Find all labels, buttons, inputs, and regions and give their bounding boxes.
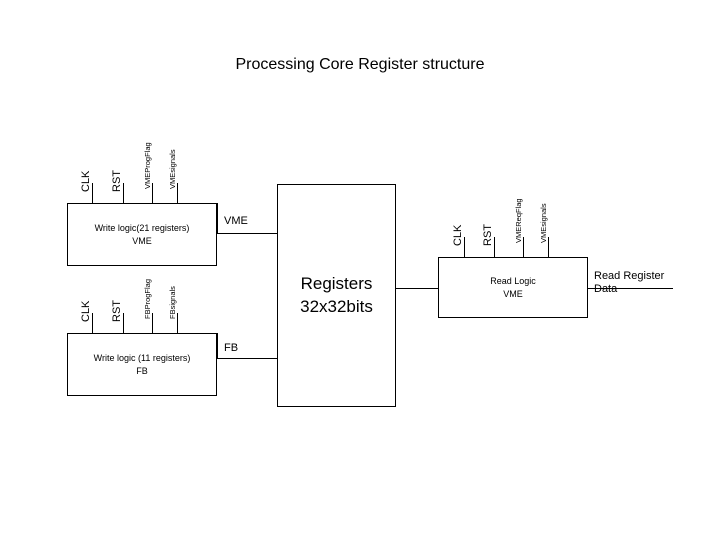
block-write-logic-vme: Write logic(21 registers) VME [67,203,217,266]
pin-label-read-vme-clk: CLK [452,224,464,246]
pin-stub-read-vme-signals [548,237,549,257]
pin-stub-write-fb-signals [177,313,178,333]
page-title: Processing Core Register structure [235,56,485,73]
pin-label-write-fb-rst: RST [111,300,123,322]
pin-label-read-vme-rst: RST [482,224,494,246]
block-registers-line1: Registers [300,273,373,293]
output-label-line2: Data [594,282,618,295]
pin-label-write-vme-rst: RST [111,170,123,192]
pin-label-read-vme-signals: VMEsignals [539,203,548,243]
block-write-logic-vme-line2: VME [132,235,152,246]
block-read-logic-vme-line2: VME [503,288,523,299]
wire-read-register-data [588,288,673,289]
output-label-read-register-data: Read Register Data [594,270,664,295]
pin-stub-write-fb-rst [123,313,124,333]
block-write-logic-fb: Write logic (11 registers) FB [67,333,217,396]
pin-stub-read-vme-reqflag [523,237,524,257]
pin-stub-write-vme-progflag [152,183,153,203]
pin-label-write-vme-progflag: VMEProgFlag [143,142,152,189]
pin-stub-write-vme-rst [123,183,124,203]
block-write-logic-vme-line1: Write logic(21 registers) [94,223,190,234]
output-label-line1: Read Register [594,270,665,282]
pin-stub-write-fb-clk [92,313,93,333]
wire-write-vme-to-registers [217,233,277,234]
pin-stub-write-vme-clk [92,183,93,203]
pin-stub-read-vme-clk [464,237,465,257]
block-read-logic-vme: Read Logic VME [438,257,588,318]
pin-label-write-fb-clk: CLK [80,300,92,322]
wire-label-vme: VME [224,215,248,227]
block-registers: Registers 32x32bits [277,184,396,407]
pin-label-write-fb-signals: FBsignals [168,286,177,319]
wire-registers-to-read-logic [396,288,438,289]
block-registers-line2: 32x32bits [300,296,373,316]
pin-label-write-fb-progflag: FBProgFlag [143,278,152,319]
pin-stub-write-vme-signals [177,183,178,203]
wire-label-fb: FB [224,342,239,354]
block-write-logic-fb-line1: Write logic (11 registers) [93,353,191,364]
pin-label-write-vme-signals: VMEsignals [168,149,177,189]
pin-stub-read-vme-rst [494,237,495,257]
wire-write-vme-riser [217,203,218,233]
wire-write-fb-to-registers [217,358,277,359]
pin-stub-write-fb-progflag [152,313,153,333]
pin-label-write-vme-clk: CLK [80,170,92,192]
pin-label-read-vme-reqflag: VMEReqFlag [514,198,523,243]
block-read-logic-vme-line1: Read Logic [490,276,536,287]
wire-write-fb-riser [217,333,218,358]
block-write-logic-fb-line2: FB [136,365,148,376]
